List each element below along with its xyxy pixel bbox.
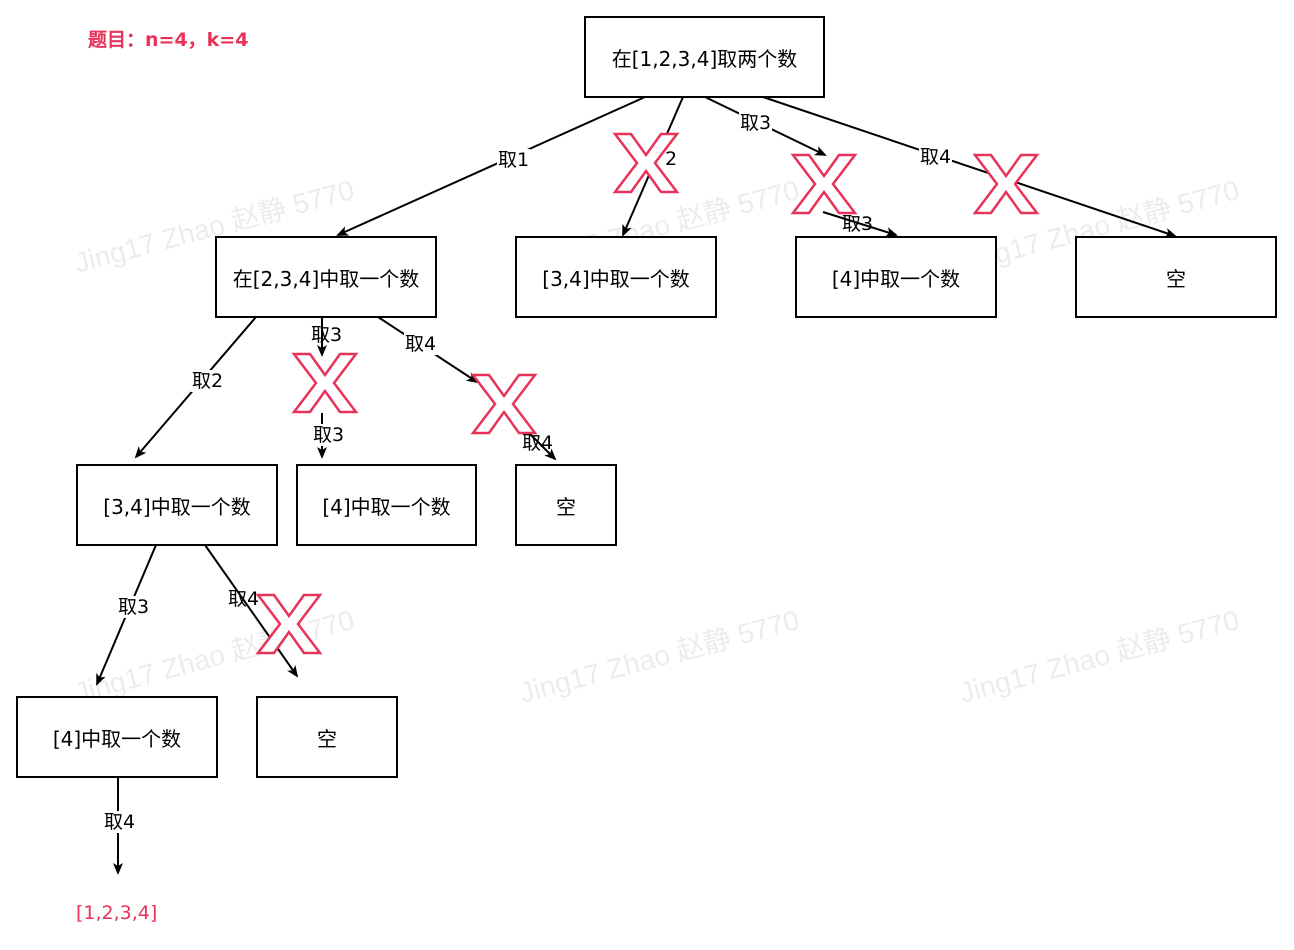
edge-label: 取4 — [103, 811, 137, 833]
edge-label: 取4 — [404, 333, 438, 355]
node-level3-b: 空 — [256, 696, 398, 778]
x-mark-icon — [470, 373, 538, 435]
edge-label: 取1 — [497, 149, 531, 171]
edge-label: 取3 — [117, 596, 151, 618]
problem-title: 题目：n=4，k=4 — [88, 29, 249, 51]
edge-l2a-take4 — [204, 544, 299, 678]
x-mark-icon — [612, 132, 680, 194]
edge-label: 取3 — [312, 424, 346, 446]
result-label: [1,2,3,4] — [76, 902, 158, 924]
x-mark-icon — [790, 153, 858, 215]
edge-label: 取3 — [311, 324, 343, 346]
x-mark-icon — [291, 352, 359, 414]
x-mark-icon — [972, 153, 1040, 215]
node-level1-b: [3,4]中取一个数 — [515, 236, 717, 318]
edge-label: 取4 — [522, 432, 554, 454]
node-level1-d: 空 — [1075, 236, 1277, 318]
node-level1-a: 在[2,3,4]中取一个数 — [215, 236, 437, 318]
node-level1-c: [4]中取一个数 — [795, 236, 997, 318]
edge-label: 取4 — [228, 588, 260, 610]
edge-label: 取3 — [842, 213, 874, 235]
edge-label: 2 — [665, 148, 678, 170]
edge-label: 取4 — [919, 146, 953, 168]
node-root: 在[1,2,3,4]取两个数 — [584, 16, 825, 98]
edge-label: 取3 — [739, 112, 773, 134]
node-level2-a: [3,4]中取一个数 — [76, 464, 278, 546]
edge-root-to-d — [762, 96, 1177, 238]
edge-root-to-c-lower — [822, 211, 898, 237]
edge-label: 取2 — [191, 370, 225, 392]
node-level3-a: [4]中取一个数 — [16, 696, 218, 778]
edge-root-to-a — [336, 96, 646, 236]
edge-a-take4-lower — [527, 431, 557, 461]
node-level2-c: 空 — [515, 464, 617, 546]
x-mark-icon — [255, 593, 323, 655]
node-level2-b: [4]中取一个数 — [296, 464, 477, 546]
